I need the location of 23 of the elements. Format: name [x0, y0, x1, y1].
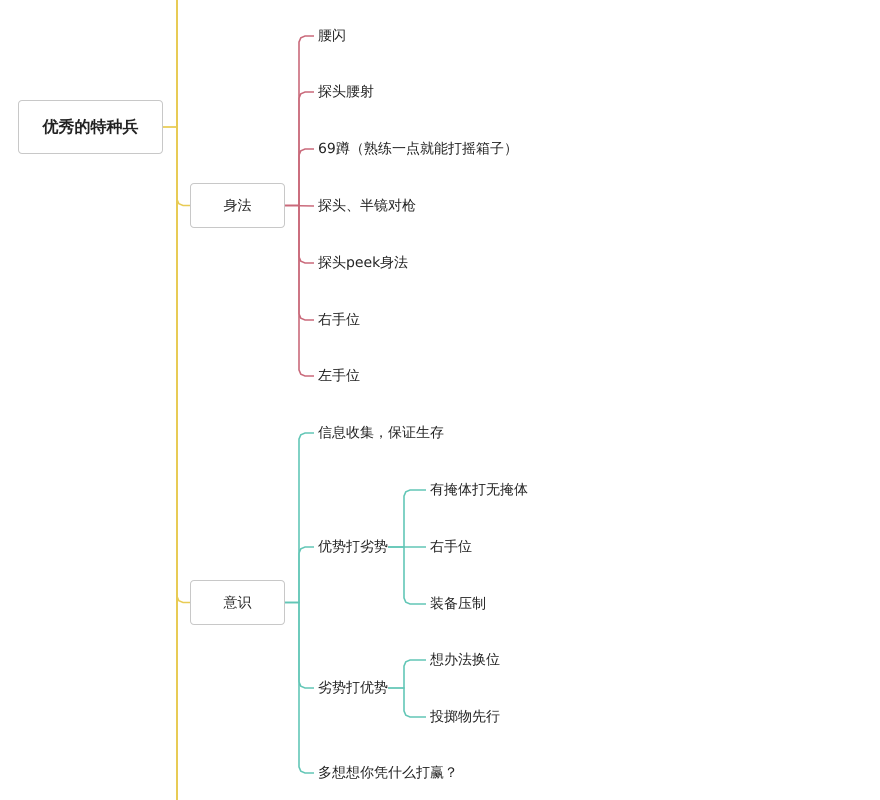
branch-connector: [388, 546, 426, 605]
topic-text: 有掩体打无掩体: [430, 481, 528, 499]
branch-connector: [285, 602, 314, 774]
branch-connector: [388, 687, 426, 718]
topic-box: 意识: [190, 580, 285, 625]
topic-text: 探头腰射: [318, 83, 374, 101]
topic-text: 腰闪: [318, 27, 346, 45]
topic-text: 右手位: [318, 311, 360, 329]
root-topic-box: 优秀的特种兵: [18, 100, 163, 154]
topic-text: 探头peek身法: [318, 254, 408, 272]
branch-connector: [163, 126, 190, 604]
topic-text: 投掷物先行: [430, 708, 500, 726]
topic-box: 身法: [190, 183, 285, 228]
topic-text: 左手位: [318, 367, 360, 385]
topic-text: 69蹲（熟练一点就能打摇箱子）: [318, 140, 518, 158]
topic-text: 优势打劣势: [318, 538, 388, 556]
topic-text: 劣势打优势: [318, 679, 388, 697]
topic-text: 装备压制: [430, 595, 486, 613]
topic-text: 右手位: [430, 538, 472, 556]
topic-text: 信息收集，保证生存: [318, 424, 444, 442]
topic-text: 探头、半镜对枪: [318, 197, 416, 215]
topic-text: 多想想你凭什么打赢？: [318, 764, 458, 782]
topic-text: 想办法换位: [430, 651, 500, 669]
